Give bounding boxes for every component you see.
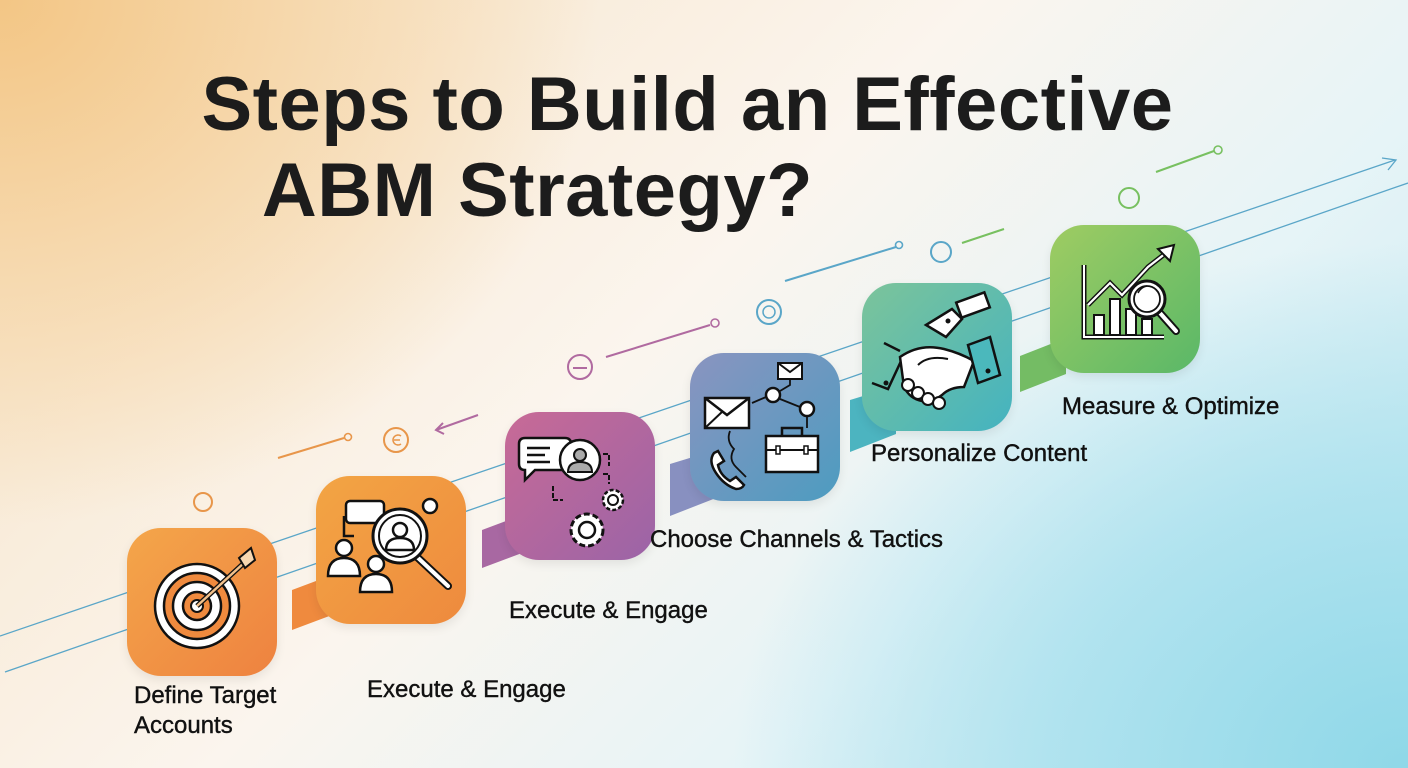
step-4-tile [690,353,840,501]
page-title: Steps to Build an Effective ABM Strategy… [0,62,1375,234]
chart-magnifier-icon [1081,243,1180,340]
step-2-label: Execute & Engage [367,676,566,703]
step-6-tile [1050,225,1200,373]
step-4-label: Choose Channels & Tactics [650,526,944,553]
step-5-label: Personalize Content [871,440,1088,467]
handshake-pen-icon [871,290,1002,410]
step-1-label: Define Target Accounts [134,681,277,741]
title-line-1: Steps to Build an Effective [201,62,1174,147]
target-icon [153,546,257,650]
pen-nib-icon [923,290,992,339]
step-1-tile [127,528,277,676]
channels-icon [703,362,820,491]
step-3-label: Execute & Engage [509,597,708,624]
step-1-label-line-1: Define Target [134,682,277,709]
step-2-tile [316,476,466,624]
step-5-tile [862,283,1012,431]
step-3-tile [505,412,655,560]
chat-gears-icon [517,436,625,548]
step-6-label: Measure & Optimize [1062,393,1280,420]
people-search-icon [326,497,452,594]
title-line-2: ABM Strategy? [261,148,814,233]
step-1-label-line-2: Accounts [134,712,233,739]
